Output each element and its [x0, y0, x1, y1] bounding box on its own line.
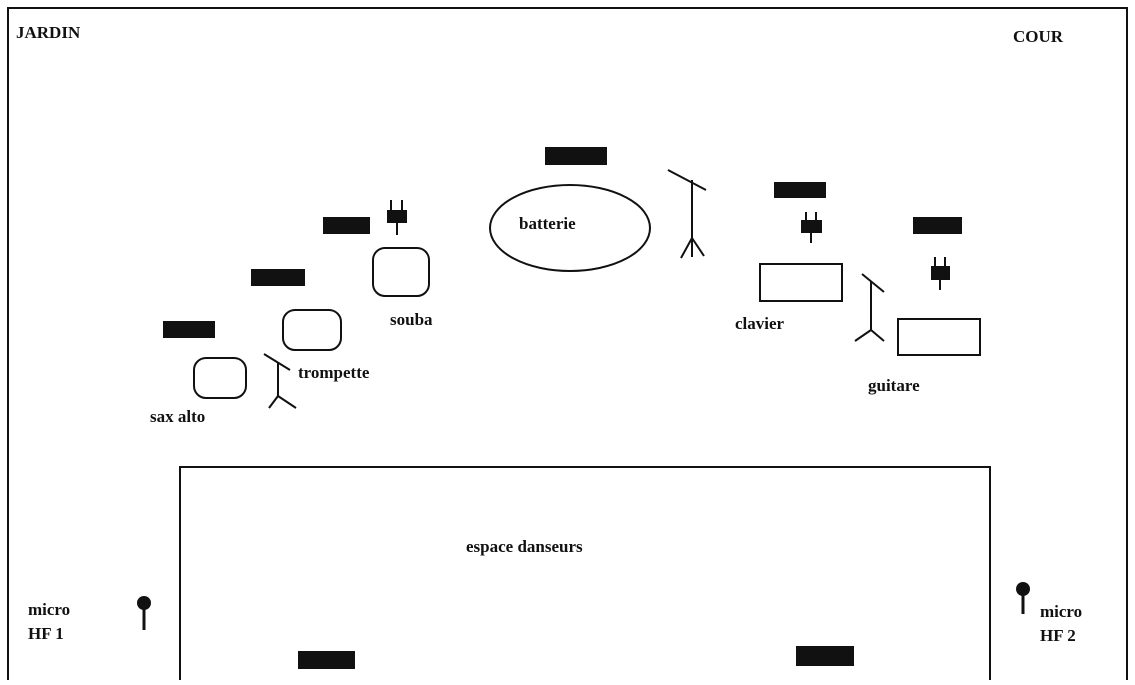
- guitare-label: guitare: [868, 376, 920, 395]
- monitor-keyboard: [774, 182, 826, 198]
- clavier-label: clavier: [735, 314, 785, 333]
- di-box-keyboard-icon: [801, 212, 822, 243]
- keyboard-amp: [759, 263, 843, 302]
- monitor-sousaphone: [323, 217, 370, 234]
- mic-hf2-label: micro HF 2: [1040, 600, 1082, 648]
- drum-kit-shape: [489, 184, 651, 272]
- wireless-mic-1-icon: [137, 596, 151, 630]
- monitor-front-right: [796, 646, 854, 666]
- monitor-drums: [545, 147, 607, 165]
- monitor-front-left: [298, 651, 355, 669]
- sax-position: [193, 357, 247, 399]
- mic-hf1-line2: HF 1: [28, 624, 64, 643]
- sousaphone-position: [372, 247, 430, 297]
- dance-area-label: espace danseurs: [466, 537, 583, 556]
- monitor-sax: [163, 321, 215, 338]
- mic-hf1-label: micro HF 1: [28, 598, 70, 646]
- sax-alto-label: sax alto: [150, 407, 206, 426]
- jardin-label: JARDIN: [16, 23, 81, 42]
- batterie-label: batterie: [519, 214, 576, 233]
- mic-hf2-line1: micro: [1040, 602, 1083, 621]
- monitor-trumpet: [251, 269, 305, 286]
- guitar-amp: [897, 318, 981, 356]
- dance-area-box: [179, 466, 991, 685]
- mic-stand-drums-icon: [667, 169, 707, 259]
- wireless-mic-2-icon: [1016, 582, 1030, 614]
- monitor-guitar: [913, 217, 962, 234]
- trumpet-position: [282, 309, 342, 351]
- mic-hf2-line2: HF 2: [1040, 626, 1076, 645]
- di-box-guitar-icon: [931, 257, 950, 290]
- stage-border: [7, 7, 1128, 685]
- mic-stand-trumpet-icon: [263, 353, 297, 409]
- mic-hf1-line1: micro: [28, 600, 71, 619]
- trompette-label: trompette: [298, 363, 370, 382]
- mic-stand-keyboard-icon: [854, 273, 885, 342]
- cour-label: COUR: [1013, 27, 1064, 46]
- souba-label: souba: [390, 310, 433, 329]
- di-box-sousaphone-icon: [387, 200, 407, 235]
